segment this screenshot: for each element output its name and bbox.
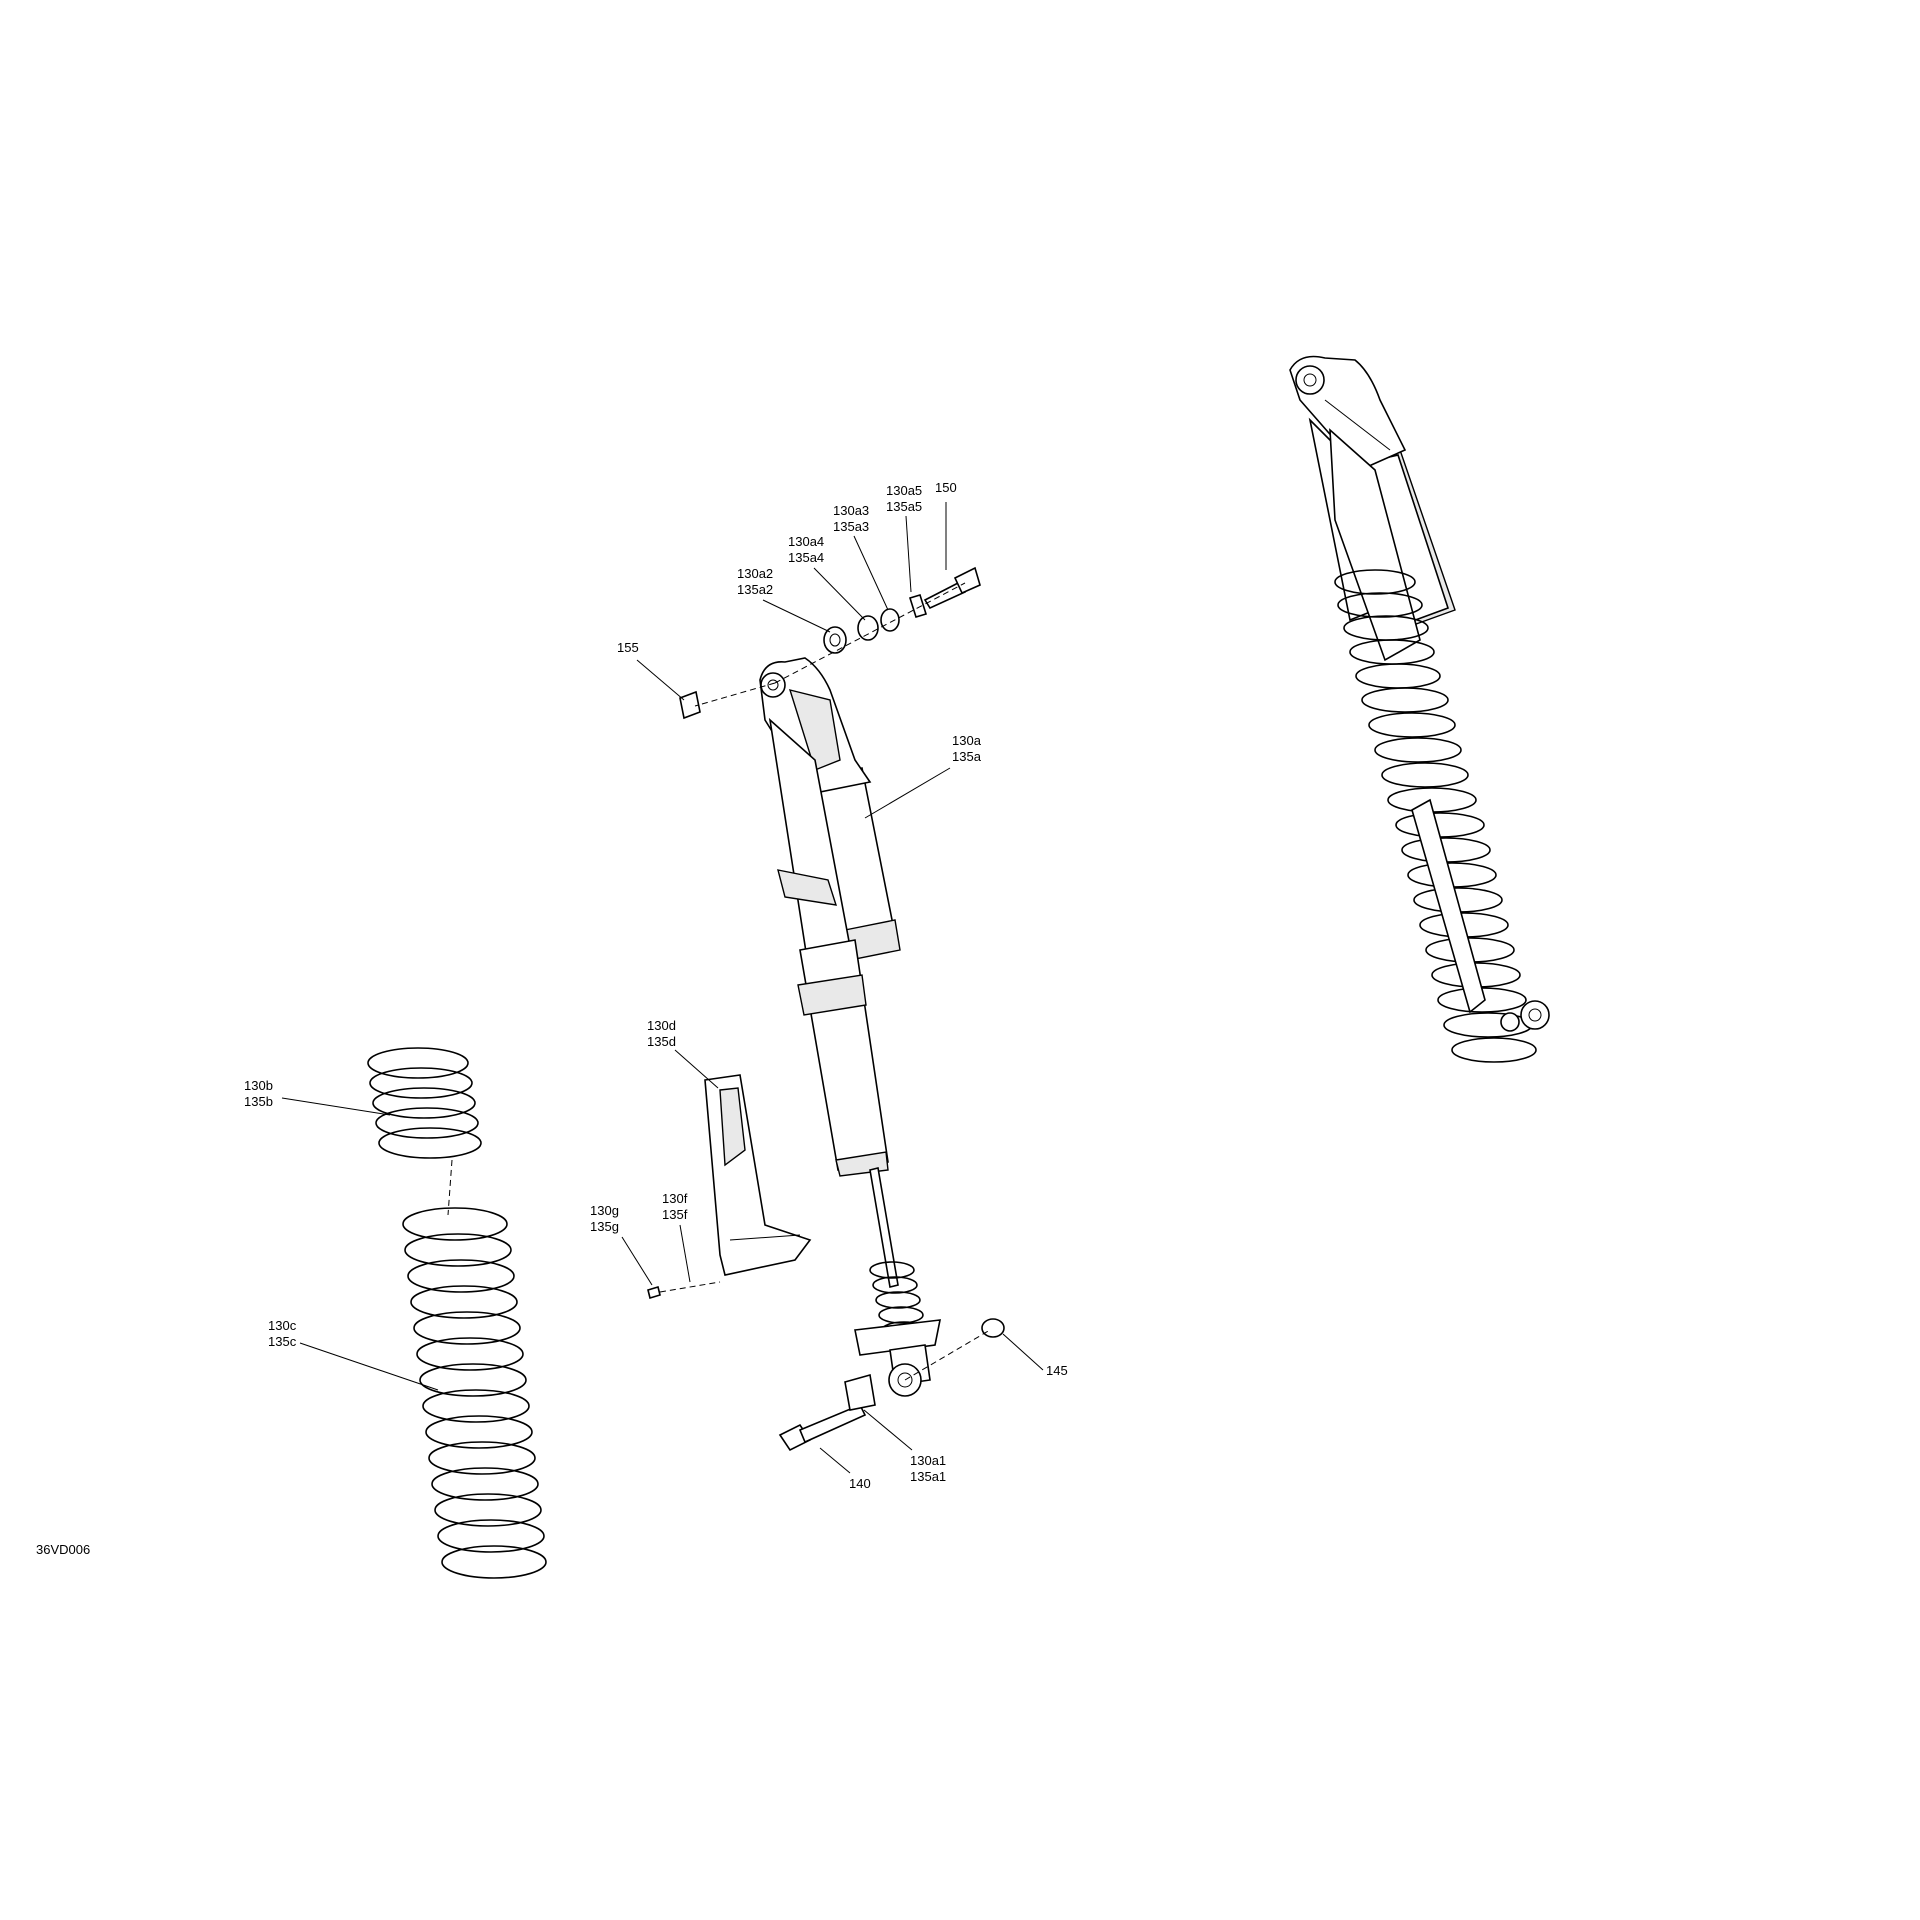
callout-line: 135g — [590, 1219, 619, 1234]
bottom-hardware-illustration — [647, 1285, 1005, 1452]
callout-line: 130a3 — [833, 503, 869, 518]
shock-guard-illustration — [704, 1074, 812, 1276]
assembly-lines — [447, 582, 991, 1381]
callout-155: 155 — [617, 640, 685, 701]
callout-line: 130a5 — [886, 483, 922, 498]
callout-line: 130g — [590, 1203, 619, 1218]
svg-text:155: 155 — [617, 640, 639, 655]
callout-line: 145 — [1046, 1363, 1068, 1378]
callout-140: 140 — [819, 1447, 871, 1491]
top-hardware-illustration — [679, 566, 981, 720]
callout-line: 130f — [662, 1191, 688, 1206]
svg-text:140: 140 — [849, 1476, 871, 1491]
callout-line: 135a5 — [886, 499, 922, 514]
callout-line: 135d — [647, 1034, 676, 1049]
shock-body-illustration — [759, 657, 942, 1397]
callout-line: 135a2 — [737, 582, 773, 597]
callout-145: 145 — [1002, 1333, 1068, 1378]
callout-line: 135a3 — [833, 519, 869, 534]
callout-line: 130a1 — [910, 1453, 946, 1468]
callout-line: 130a4 — [788, 534, 824, 549]
callout-line: 135a4 — [788, 550, 824, 565]
svg-text:150: 150 — [935, 480, 957, 495]
callout-line: 130d — [647, 1018, 676, 1033]
callout-line: 135a1 — [910, 1469, 946, 1484]
assembled-shock-illustration — [1289, 355, 1550, 1063]
main-spring-illustration — [402, 1207, 547, 1579]
secondary-spring-illustration — [367, 1047, 482, 1159]
callout-line: 130b — [244, 1078, 273, 1093]
callout-line: 140 — [849, 1476, 871, 1491]
callout-line: 135f — [662, 1207, 688, 1222]
callout-line: 155 — [617, 640, 639, 655]
callout-150: 150 — [935, 480, 957, 570]
callout-line: 130a2 — [737, 566, 773, 581]
callout-line: 150 — [935, 480, 957, 495]
callout-line: 135a — [952, 749, 982, 764]
svg-text:145: 145 — [1046, 1363, 1068, 1378]
callout-line: 130a — [952, 733, 982, 748]
callout-line: 135b — [244, 1094, 273, 1109]
callout-line: 130c — [268, 1318, 297, 1333]
callout-line: 135c — [268, 1334, 297, 1349]
figure-id: 36VD006 — [36, 1542, 90, 1557]
